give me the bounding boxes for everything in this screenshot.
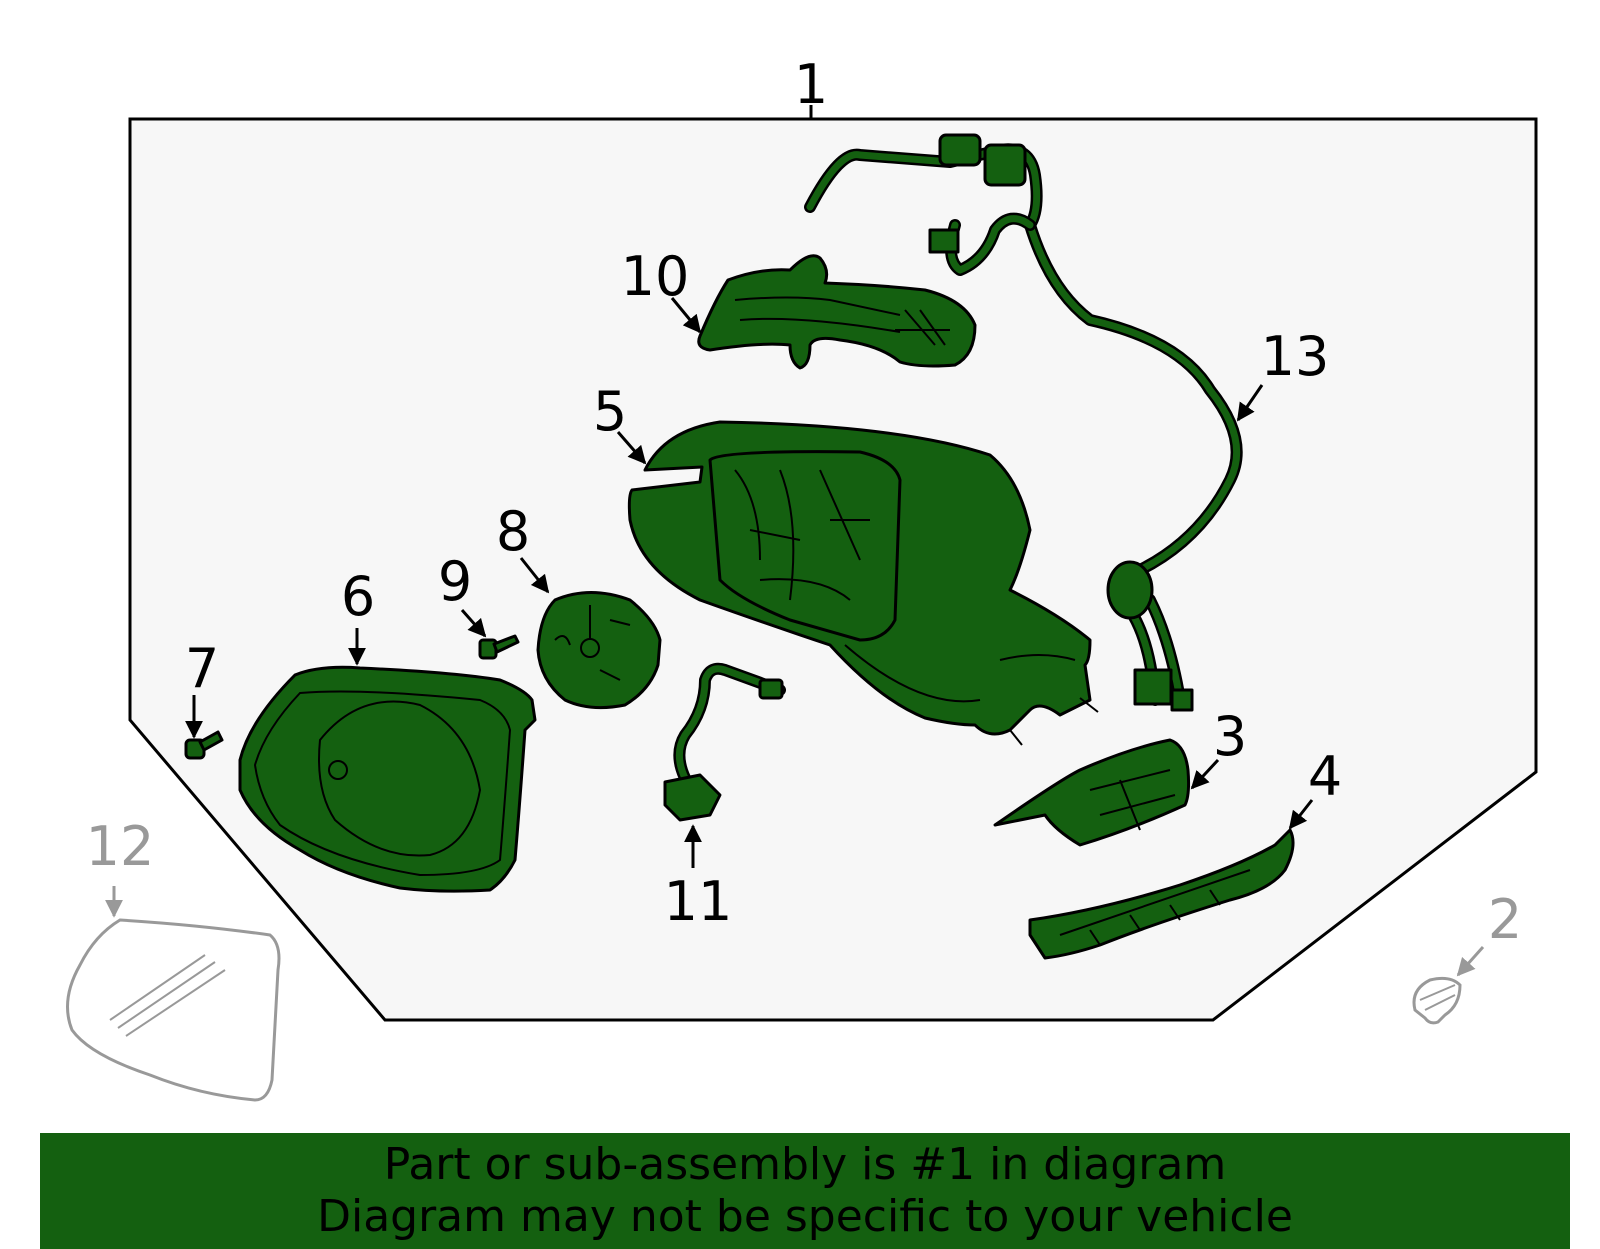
callout-13-leader <box>1236 384 1264 422</box>
callout-1: 1 <box>794 53 828 116</box>
part-9-screw[interactable] <box>478 634 520 660</box>
part-11-sensor[interactable] <box>663 662 786 822</box>
disclaimer-line-2: Diagram may not be specific to your vehi… <box>317 1191 1293 1242</box>
part-4-bezel-strip[interactable] <box>1028 828 1295 960</box>
callout-5: 5 <box>593 380 627 443</box>
part-13-wiring-harness[interactable] <box>804 133 1243 712</box>
callout-2: 2 <box>1488 888 1522 951</box>
callout-9: 9 <box>438 550 472 613</box>
callout-8-leader <box>519 557 550 594</box>
callout-6: 6 <box>341 565 375 628</box>
callout-3-leader <box>1190 758 1220 790</box>
callout-3: 3 <box>1213 705 1247 768</box>
disclaimer-banner: Part or sub-assembly is #1 in diagram Di… <box>40 1133 1570 1249</box>
callout-12: 12 <box>86 815 155 878</box>
part-8-actuator[interactable] <box>536 591 662 710</box>
callout-10-leader <box>670 297 702 334</box>
callout-4: 4 <box>1308 745 1342 808</box>
callout-10: 10 <box>621 245 690 308</box>
callout-11: 11 <box>664 870 733 933</box>
part-7-screw[interactable] <box>184 730 224 760</box>
callout-13: 13 <box>1261 325 1330 388</box>
callout-5-leader <box>616 431 647 465</box>
part-3-cover[interactable] <box>993 738 1191 847</box>
part-5-mirror-housing[interactable] <box>627 420 1099 746</box>
disclaimer-line-1: Part or sub-assembly is #1 in diagram <box>383 1139 1227 1190</box>
callout-4-leader <box>1288 799 1314 830</box>
callout-7: 7 <box>185 637 219 700</box>
part-6-mirror-glass[interactable] <box>238 665 537 893</box>
callout-9-leader <box>460 609 487 638</box>
callout-8: 8 <box>496 500 530 563</box>
part-10-lamp[interactable] <box>697 254 977 370</box>
part-12-glass-outline[interactable] <box>66 918 281 1102</box>
callout-2-leader <box>1456 946 1485 977</box>
part-2-bulb[interactable] <box>1412 976 1462 1025</box>
